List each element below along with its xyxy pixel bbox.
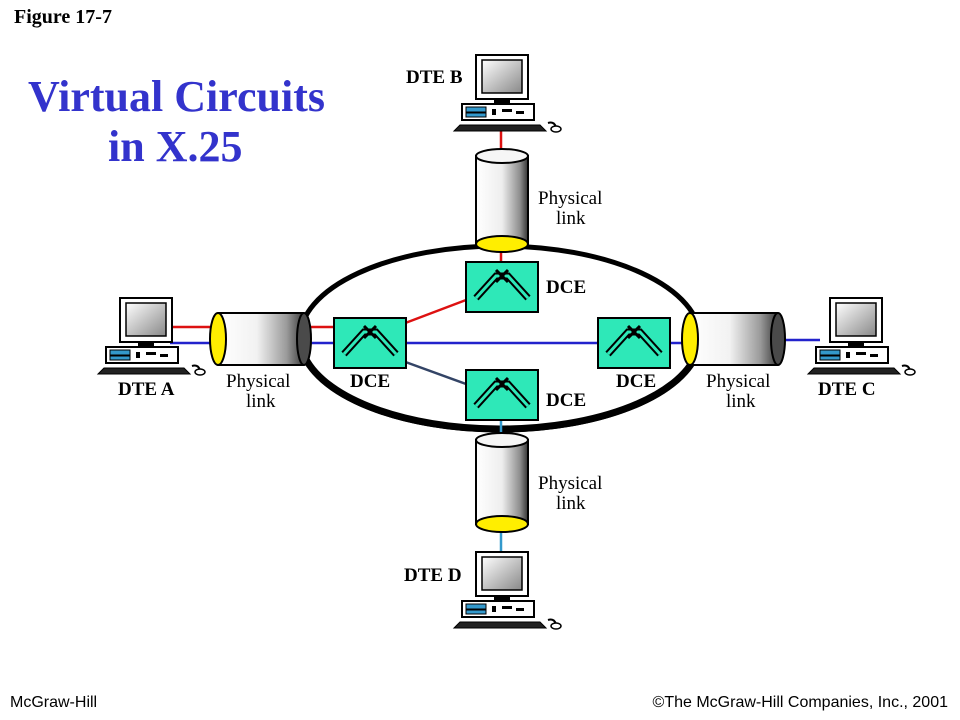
physical-link-label-right: Physical [706, 371, 770, 392]
dte-c-label: DTE C [818, 379, 876, 400]
dce-c-label: DCE [616, 371, 656, 392]
cable-cylinder-icon [209, 312, 312, 366]
computer-terminal-icon [807, 297, 916, 376]
computer-terminal-icon [453, 551, 562, 630]
physical-link-label-bottom-2: link [556, 493, 586, 514]
physical-link-label-left: Physical [226, 371, 290, 392]
dce-b-label: DCE [546, 277, 586, 298]
packet-switch-icon [334, 318, 406, 368]
dte-a-label: DTE A [118, 379, 175, 400]
computer-terminal-icon [453, 54, 562, 133]
dce-d-label: DCE [546, 390, 586, 411]
packet-switch-icon [598, 318, 670, 368]
cable-cylinder-icon [681, 312, 786, 366]
title-line-2: in X.25 [108, 122, 243, 171]
physical-link-label-left-2: link [246, 391, 276, 412]
footer-publisher: McGraw-Hill [10, 694, 98, 711]
packet-switch-icon [466, 370, 538, 420]
link-dce-a-to-dce-b [399, 298, 467, 327]
packet-switch-icon [466, 262, 538, 312]
figure-label: Figure 17-7 [14, 6, 112, 28]
physical-link-label-top-2: link [556, 208, 586, 229]
dte-d-label: DTE D [404, 565, 462, 586]
physical-link-label-right-2: link [726, 391, 756, 412]
cable-cylinder-icon [475, 432, 529, 533]
dce-a-label: DCE [350, 371, 390, 392]
cable-cylinder-icon [475, 148, 529, 253]
dte-b-label: DTE B [406, 67, 463, 88]
title-line-1: Virtual Circuits [28, 72, 325, 121]
computer-terminal-icon [97, 297, 206, 376]
diagram-title: Virtual Circuits in X.25 [28, 72, 348, 172]
physical-link-label-bottom: Physical [538, 473, 602, 494]
link-dce-a-to-dce-d [399, 358, 467, 386]
footer-copyright: ©The McGraw-Hill Companies, Inc., 2001 [652, 694, 948, 711]
physical-link-label-top: Physical [538, 188, 602, 209]
